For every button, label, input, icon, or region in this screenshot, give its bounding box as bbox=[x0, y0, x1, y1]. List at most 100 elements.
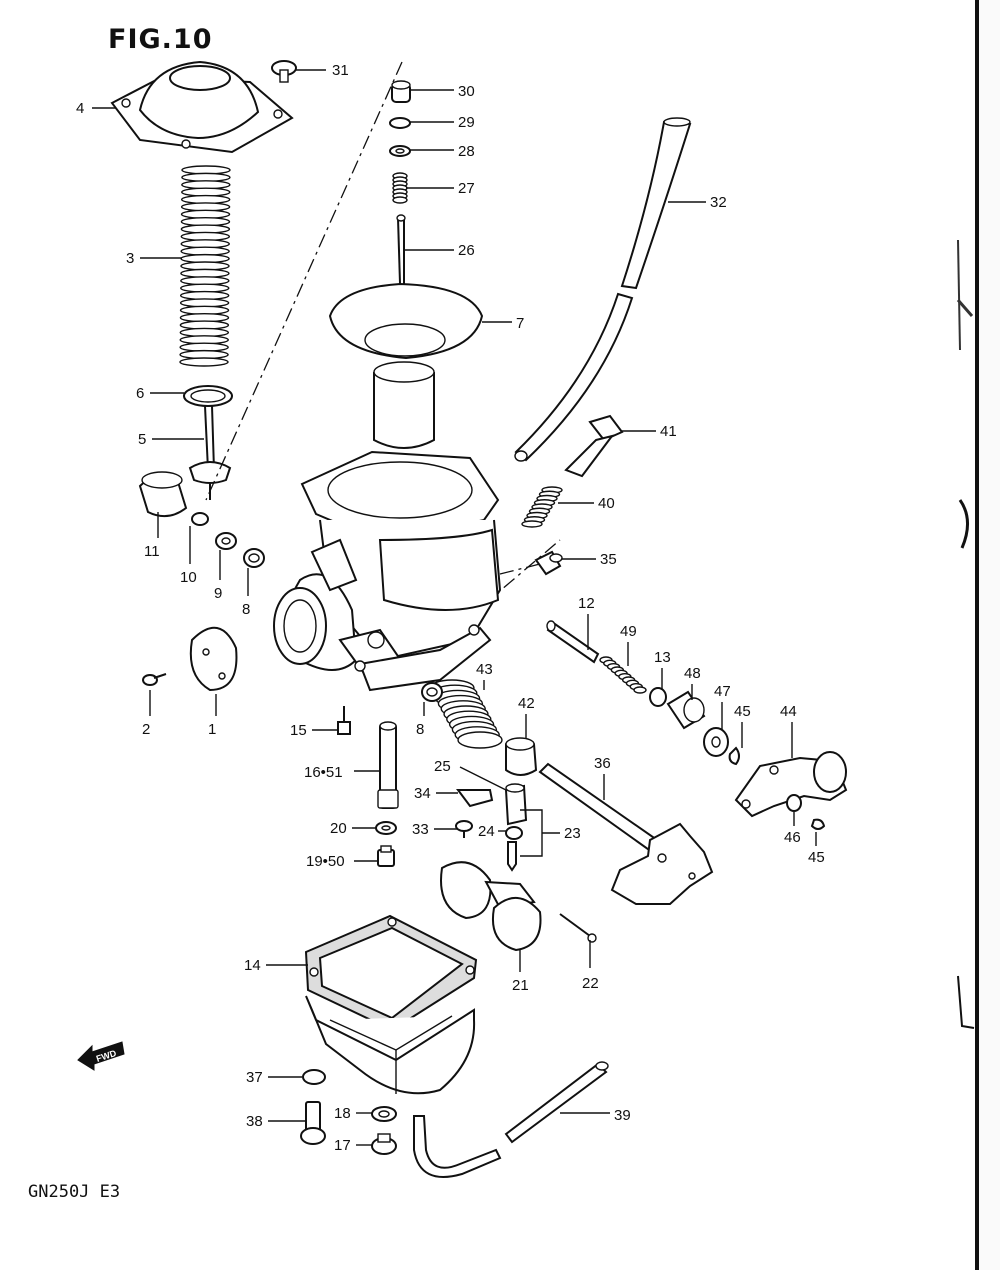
part-12-starter-plunger bbox=[546, 620, 600, 664]
part-45-clip-bottom bbox=[810, 818, 826, 830]
callout-label-c25: 25 bbox=[434, 758, 451, 775]
callout-label-c16: 16•51 bbox=[304, 764, 343, 781]
callout-label-c44: 44 bbox=[780, 703, 797, 720]
part-8-oring-top bbox=[243, 548, 265, 568]
callout-label-c35: 35 bbox=[600, 551, 617, 568]
assembly-line-a bbox=[205, 61, 403, 501]
part-30-collar bbox=[391, 80, 411, 103]
spring-coil bbox=[179, 357, 229, 367]
callout-label-c31: 31 bbox=[332, 62, 349, 79]
callout-label-c23: 23 bbox=[564, 825, 581, 842]
spring-coil bbox=[521, 520, 543, 528]
callout-label-c11: 11 bbox=[144, 543, 160, 560]
callout-label-c18: 18 bbox=[334, 1105, 351, 1122]
callout-label-c37: 37 bbox=[246, 1069, 263, 1086]
callout-label-c14: 14 bbox=[244, 957, 261, 974]
part-24-oring bbox=[505, 826, 523, 840]
carburetor-body bbox=[273, 450, 502, 692]
callout-label-c9: 9 bbox=[214, 585, 222, 602]
callout-label-c46: 46 bbox=[784, 829, 801, 846]
part-25-needle-valve-seat bbox=[504, 783, 528, 826]
part-17-drain-screw bbox=[371, 1133, 397, 1155]
part-4-cover bbox=[110, 60, 294, 154]
callout-label-c34: 34 bbox=[414, 785, 431, 802]
callout-label-c45b: 45 bbox=[808, 849, 825, 866]
callout-label-c15: 15 bbox=[290, 722, 307, 739]
model-code: GN250J E3 bbox=[28, 1182, 121, 1202]
part-49-spring bbox=[599, 656, 647, 694]
part-8-oring-bottom bbox=[421, 682, 443, 702]
part-45-clip-top bbox=[728, 746, 740, 766]
assembly-line-b bbox=[441, 539, 561, 641]
callout-label-c10: 10 bbox=[180, 569, 197, 586]
part-11-cap bbox=[138, 471, 188, 518]
part-27-spring bbox=[392, 172, 408, 204]
part-5-needle bbox=[188, 405, 232, 500]
part-16-needle-jet bbox=[377, 721, 399, 809]
part-39-drain-hose bbox=[413, 1061, 609, 1178]
part-18-washer bbox=[371, 1106, 397, 1122]
callout-label-c2: 2 bbox=[142, 721, 150, 738]
assembly-line-c bbox=[499, 563, 541, 575]
part-3-spring bbox=[179, 165, 231, 367]
part-19-main-jet bbox=[377, 845, 395, 867]
callout-label-c43: 43 bbox=[476, 661, 493, 678]
part-33-screw bbox=[455, 820, 473, 838]
part-29-clip bbox=[389, 117, 411, 129]
callout-label-c48: 48 bbox=[684, 665, 701, 682]
part-1-plate bbox=[189, 626, 238, 692]
callout-label-c5: 5 bbox=[138, 431, 146, 448]
part-40-spring bbox=[521, 486, 563, 528]
part-10-clip bbox=[191, 512, 209, 526]
scan-artifacts bbox=[956, 239, 975, 1029]
callout-label-c1: 1 bbox=[208, 721, 216, 738]
callout-label-c33: 33 bbox=[412, 821, 429, 838]
part-28-washer bbox=[389, 145, 411, 157]
part-38-screw bbox=[300, 1101, 326, 1145]
callout-label-c13: 13 bbox=[654, 649, 671, 666]
callout-label-c30: 30 bbox=[458, 83, 475, 100]
callout-leader-c25 bbox=[459, 766, 507, 791]
part-37-washer bbox=[302, 1069, 326, 1085]
callout-label-c8a: 8 bbox=[242, 601, 250, 618]
callout-label-c40: 40 bbox=[598, 495, 615, 512]
callout-label-c45a: 45 bbox=[734, 703, 751, 720]
part-44-starter-lever bbox=[734, 751, 848, 818]
callout-label-c39: 39 bbox=[614, 1107, 631, 1124]
callout-label-c28: 28 bbox=[458, 143, 475, 160]
callout-label-c20: 20 bbox=[330, 820, 347, 837]
float-bowl bbox=[305, 995, 476, 1095]
figure-title: FIG.10 bbox=[108, 24, 213, 55]
part-34-plate bbox=[456, 789, 494, 808]
part-32-hose bbox=[514, 117, 692, 462]
callout-label-c32: 32 bbox=[710, 194, 727, 211]
callout-label-c38: 38 bbox=[246, 1113, 263, 1130]
callout-label-c24: 24 bbox=[478, 823, 495, 840]
part-13-ring bbox=[649, 687, 667, 707]
part-47-cap bbox=[703, 727, 729, 757]
callout-label-c19: 19•50 bbox=[306, 853, 345, 870]
scan-edge-inner bbox=[979, 0, 1000, 1270]
part-6-ring bbox=[183, 385, 233, 407]
callout-label-c27: 27 bbox=[458, 180, 475, 197]
part-48-nut bbox=[666, 690, 706, 730]
callout-label-c47: 47 bbox=[714, 683, 731, 700]
callout-label-c29: 29 bbox=[458, 114, 475, 131]
callout-label-c42: 42 bbox=[518, 695, 535, 712]
part-23-needle bbox=[507, 841, 517, 872]
part-31-screw bbox=[271, 60, 297, 83]
callout-label-c21: 21 bbox=[512, 977, 529, 994]
callout-label-c49: 49 bbox=[620, 623, 637, 640]
fwd-arrow-icon: FWD bbox=[77, 1041, 125, 1071]
callout-label-c8b: 8 bbox=[416, 721, 424, 738]
callout-label-c3: 3 bbox=[126, 250, 134, 267]
part-7-diaphragm-piston bbox=[328, 282, 484, 449]
part-14-gasket bbox=[304, 914, 478, 1032]
callout-label-c22: 22 bbox=[582, 975, 599, 992]
part-15-pilot-jet bbox=[337, 706, 351, 735]
spring-coil bbox=[392, 196, 408, 204]
part-43-spring bbox=[429, 679, 503, 749]
part-22-float-pin bbox=[559, 913, 597, 943]
